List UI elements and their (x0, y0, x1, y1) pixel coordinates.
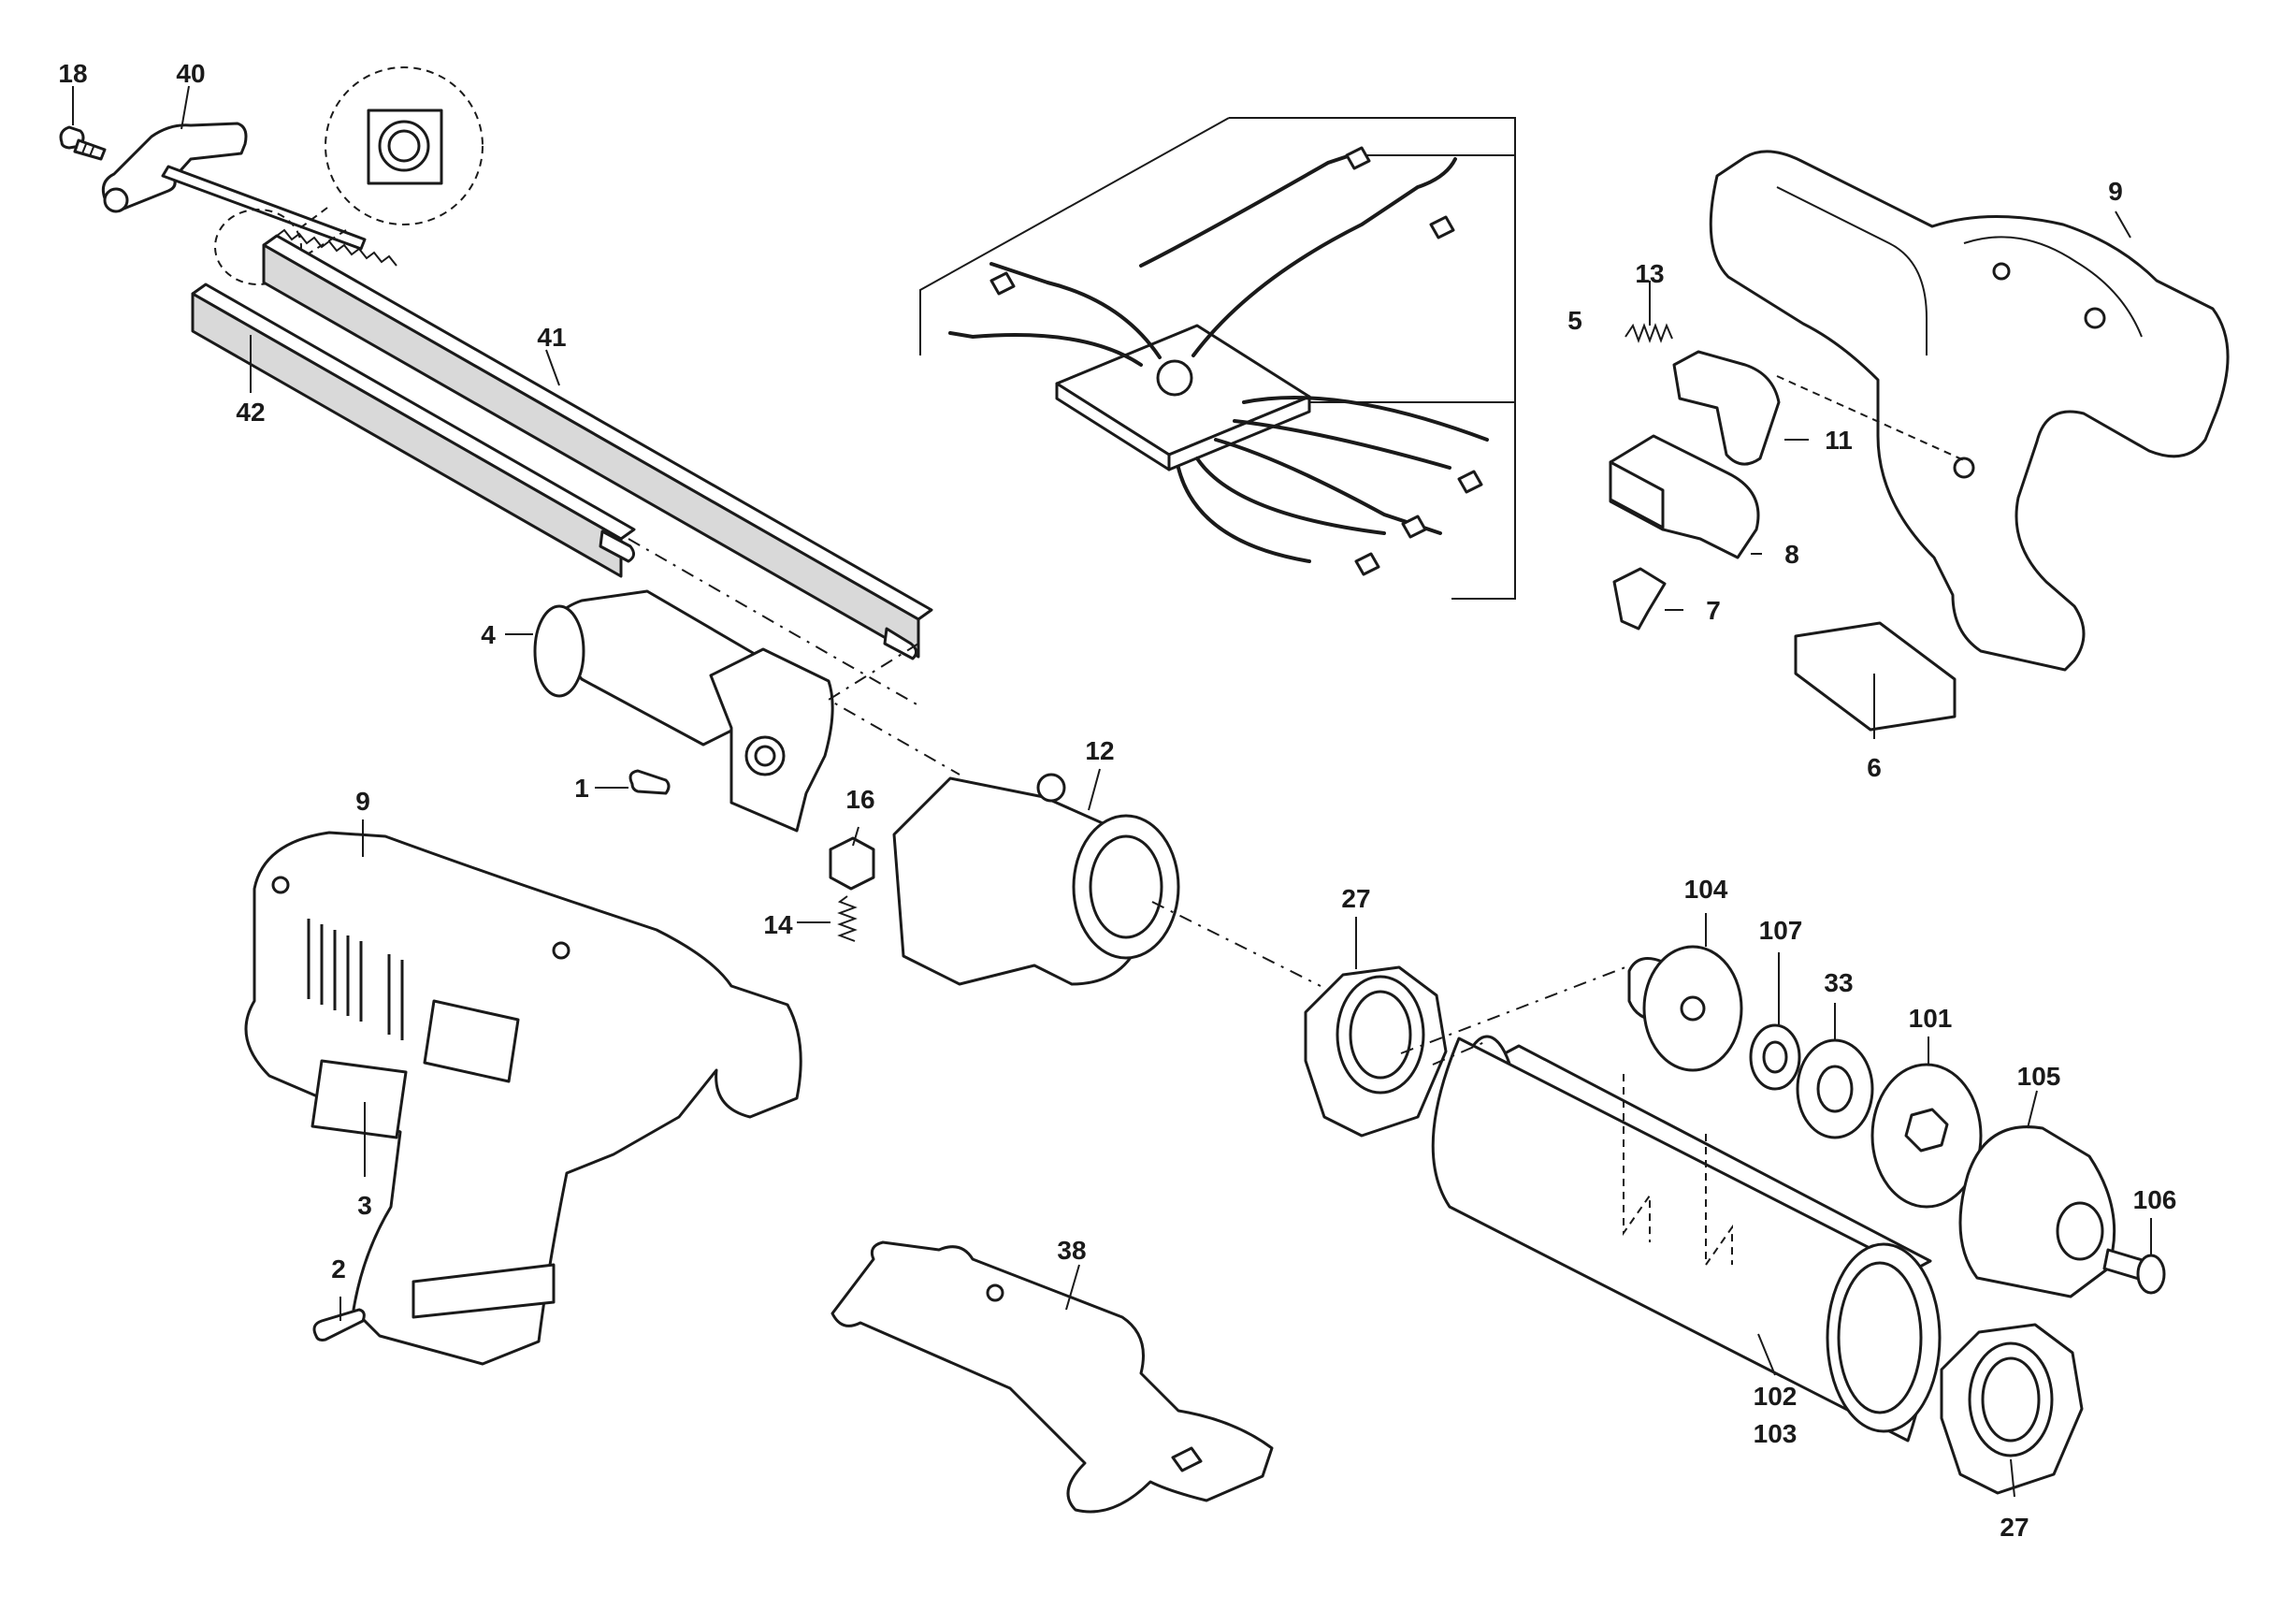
callout-9-left: 9 (355, 787, 370, 816)
leader-lines (72, 85, 2152, 1498)
callout-numbers: 18 40 41 42 5 9 13 11 8 7 6 4 1 12 16 14… (58, 59, 2176, 1542)
callout-16: 16 (845, 785, 874, 814)
callout-18: 18 (58, 59, 87, 88)
part-9-right-housing (1709, 150, 2230, 732)
callout-14: 14 (763, 910, 793, 939)
callout-8: 8 (1784, 540, 1799, 569)
callout-12: 12 (1085, 736, 1114, 765)
assembly-lines (628, 375, 1965, 1066)
callout-3: 3 (357, 1191, 372, 1220)
callout-7: 7 (1706, 596, 1721, 625)
callout-13: 13 (1635, 259, 1664, 288)
part-106-screw (2102, 1248, 2166, 1295)
part-14-spring (837, 895, 858, 942)
part-18-screw (59, 125, 107, 161)
part-105-nozzle-cap (1958, 1125, 2116, 1298)
part-27-ring-top (1304, 965, 1448, 1138)
part-11-trigger (1672, 350, 1781, 466)
part-12-gear-housing (892, 773, 1180, 986)
callout-38: 38 (1057, 1236, 1086, 1265)
part-1-screw (628, 769, 671, 795)
callout-101: 101 (1909, 1004, 1953, 1033)
callout-4: 4 (481, 620, 496, 649)
callout-105: 105 (2017, 1062, 2061, 1091)
part-107-washer (1749, 1023, 1801, 1091)
part-3-label (310, 1059, 408, 1139)
part-4-motor (533, 589, 834, 833)
detail-magnifier (214, 66, 484, 285)
callout-27-bottom: 27 (2000, 1513, 2029, 1542)
part-40-handle (101, 122, 367, 251)
callout-103: 103 (1754, 1419, 1798, 1448)
part-102-tube (1431, 1035, 1942, 1443)
callout-33: 33 (1824, 968, 1853, 997)
callout-6: 6 (1867, 753, 1882, 782)
part-38-wrench (830, 1240, 1274, 1514)
part-27-ring-bottom (1940, 1323, 2084, 1495)
part-41-rack (262, 228, 933, 660)
part-7-lever (1612, 567, 1667, 631)
callout-41: 41 (537, 323, 566, 352)
part-8-switch (1609, 434, 1760, 559)
part-101-disc (1870, 1063, 1983, 1209)
callout-104: 104 (1684, 875, 1728, 904)
part-42-rack (191, 283, 636, 578)
part-5-wiring-harness (919, 117, 1516, 600)
callout-11: 11 (1825, 426, 1853, 455)
callout-102: 102 (1754, 1382, 1798, 1411)
callout-106: 106 (2133, 1185, 2177, 1214)
callout-9-right: 9 (2108, 177, 2123, 206)
callout-42: 42 (236, 398, 265, 427)
callout-40: 40 (176, 59, 205, 88)
callout-27-top: 27 (1341, 884, 1370, 913)
part-2-screw (312, 1308, 366, 1341)
callout-1: 1 (574, 774, 589, 803)
part-33-seal (1796, 1038, 1874, 1139)
callout-5: 5 (1567, 306, 1582, 335)
part-104-piston (1627, 945, 1743, 1072)
callout-107: 107 (1759, 916, 1803, 945)
part-16-brush (829, 836, 875, 891)
callout-2: 2 (331, 1254, 346, 1283)
part-13-spring (1625, 323, 1673, 343)
part-9-left-housing (244, 831, 802, 1366)
